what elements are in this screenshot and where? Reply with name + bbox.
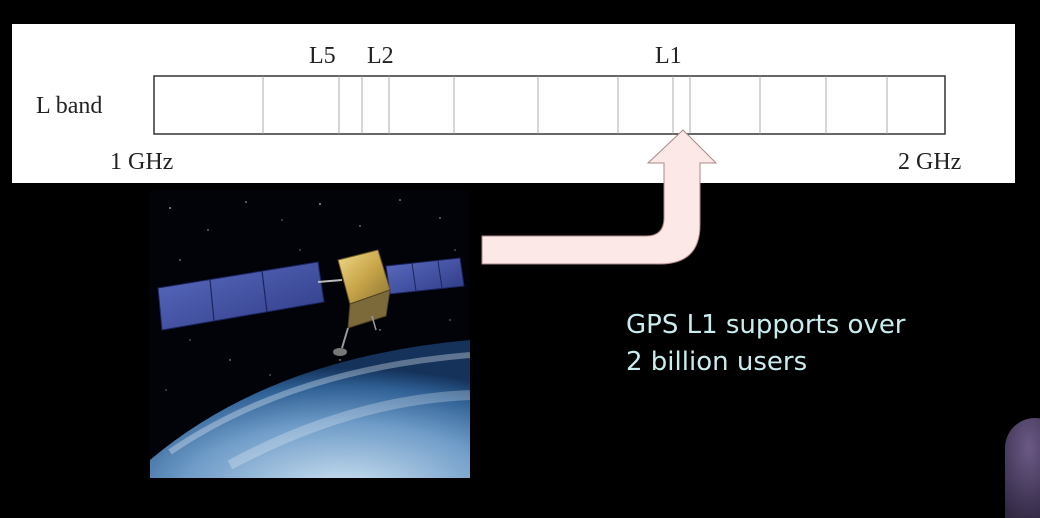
band-start-label: 1 GHz [110, 149, 173, 175]
signal-label-l1: L1 [655, 43, 682, 69]
caption-text: GPS L1 supports over 2 billion users [626, 307, 986, 381]
satellite-image [150, 190, 470, 478]
signal-label-l5: L5 [309, 43, 336, 69]
earth-horizon [150, 340, 470, 478]
band-dividers [262, 76, 888, 134]
band-end-label: 2 GHz [898, 149, 961, 175]
band-bar [153, 75, 946, 135]
band-name-label: L band [36, 93, 102, 119]
caption-line-2: 2 billion users [626, 347, 808, 377]
caption-line-1: GPS L1 supports over [626, 310, 906, 340]
signal-label-l2: L2 [367, 43, 394, 69]
gps-satellite-icon [157, 249, 465, 356]
presenter-silhouette [1005, 418, 1040, 518]
l-band-diagram: L band 1 GHz 2 GHz L5 L2 L1 [36, 43, 961, 265]
pointer-arrow [481, 129, 718, 265]
